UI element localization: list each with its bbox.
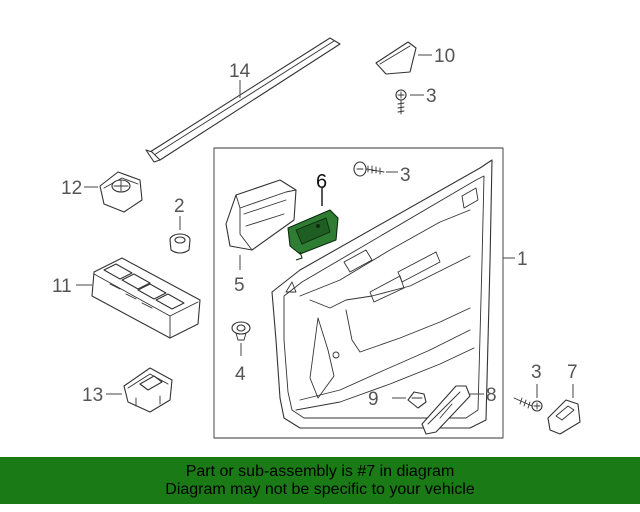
callout-5[interactable]: 4 [235,364,246,385]
part-5-clip[interactable] [231,321,251,341]
callout-9[interactable]: 8 [486,385,497,406]
part-8-bracket-cover[interactable] [547,399,581,435]
part-3-screw-upper[interactable] [395,89,407,115]
part-6-pull-handle-bracket[interactable] [225,179,297,251]
part-info-banner: Part or sub-assembly is #7 in diagram Di… [0,457,640,504]
part-2-grommet[interactable] [169,233,191,254]
callout-3-upper[interactable]: 3 [426,86,437,107]
part-10-cap[interactable] [407,391,427,409]
callout-6[interactable]: 5 [234,275,245,296]
callout-8[interactable]: 7 [567,362,578,383]
part-4-screw[interactable] [353,161,385,177]
exploded-parts-diagram: 14 10 3 12 2 11 [52,37,581,439]
callout-3-lower[interactable]: 3 [531,362,542,383]
callout-10[interactable]: 9 [368,389,379,410]
part-14-window-switch[interactable] [123,367,173,413]
callout-11[interactable]: 10 [434,46,455,67]
part-7-inside-door-handle[interactable] [287,209,339,261]
callout-12[interactable]: 11 [52,276,72,297]
callout-1-bracket-box [213,147,504,439]
callout-15[interactable]: 14 [229,61,251,82]
callout-13[interactable]: 12 [61,178,82,199]
callout-7[interactable]: 6 [316,171,327,193]
part-1-door-trim-panel[interactable] [213,147,504,439]
part-15-belt-moulding[interactable] [145,37,341,163]
callout-2[interactable]: 2 [174,196,185,217]
part-13-mirror-switch[interactable] [99,171,143,213]
banner-line-disclaimer: Diagram may not be specific to your vehi… [165,480,475,498]
part-3-screw-lower[interactable] [513,397,543,412]
callout-1[interactable]: 1 [517,249,528,270]
callout-4[interactable]: 3 [400,165,411,186]
callout-14[interactable]: 13 [82,385,103,406]
part-11-trim-cap[interactable] [375,41,417,75]
part-9-trim-strip[interactable] [421,385,471,435]
banner-line-part-number: Part or sub-assembly is #7 in diagram [185,462,455,480]
part-12-window-master-switch[interactable] [91,257,201,339]
